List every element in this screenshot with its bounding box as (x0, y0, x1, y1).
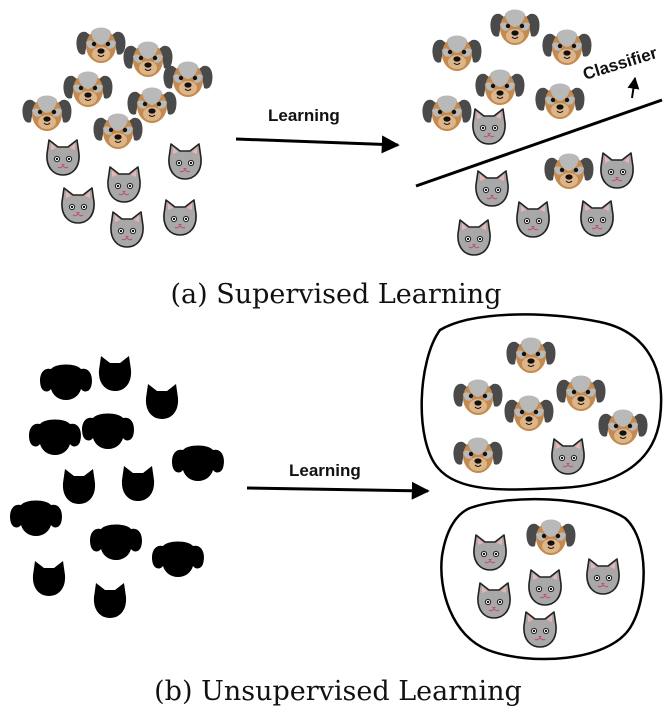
dog-silhouette-icon (40, 364, 92, 400)
dog-face-icon (503, 395, 555, 432)
unsupervised-input-group (10, 356, 224, 618)
cat-face-icon (473, 534, 507, 571)
cat-face-icon (516, 201, 550, 238)
unsupervised-arrow-label: Learning (289, 461, 361, 480)
dog-face-icon (75, 27, 127, 64)
dog-face-icon (126, 87, 178, 124)
unsupervised-arrow (246, 481, 430, 500)
dog-face-icon (421, 95, 473, 132)
cat-face-icon (107, 166, 141, 203)
supervised-arrow-label: Learning (268, 106, 340, 125)
cat-silhouette-icon (32, 561, 66, 596)
cat-face-icon (523, 611, 557, 648)
cat-face-icon (46, 139, 80, 176)
dog-face-icon (543, 153, 595, 190)
cat-face-icon (551, 438, 585, 475)
dog-face-icon (452, 437, 504, 474)
cat-silhouette-icon (121, 466, 155, 501)
dog-face-icon (534, 83, 586, 120)
cat-silhouette-icon (98, 356, 132, 391)
cat-face-icon (168, 143, 202, 180)
dog-face-icon (541, 29, 593, 66)
cat-face-icon (580, 200, 614, 237)
cluster-dogs-outline (420, 313, 663, 491)
cat-silhouette-icon (62, 469, 96, 504)
dog-silhouette-icon (90, 524, 142, 560)
cat-face-icon (475, 170, 509, 207)
cat-face-icon (457, 219, 491, 256)
dog-face-icon (505, 337, 557, 374)
supervised-caption: (a) Supervised Learning (170, 279, 501, 310)
dog-face-icon (555, 375, 607, 412)
supervised-output-group (421, 9, 634, 256)
supervised-input-group (21, 27, 214, 248)
cat-face-icon (110, 211, 144, 248)
dog-face-icon (92, 113, 144, 150)
cat-face-icon (477, 582, 511, 619)
dog-silhouette-icon (29, 419, 81, 455)
cat-face-icon (528, 569, 562, 606)
cluster-cats-group (473, 519, 620, 648)
dog-face-icon (21, 95, 73, 132)
classifier-label: Classifier (581, 43, 660, 84)
unsupervised-caption: (b) Unsupervised Learning (154, 676, 522, 707)
cluster-cats-outline (440, 497, 645, 661)
dog-silhouette-icon (152, 541, 204, 577)
dog-face-icon (525, 519, 577, 556)
dog-silhouette-icon (10, 500, 62, 536)
dog-face-icon (474, 69, 526, 106)
dog-face-icon (452, 379, 504, 416)
cat-face-icon (586, 558, 620, 595)
cat-face-icon (61, 187, 95, 224)
supervised-arrow (235, 135, 400, 154)
cat-silhouette-icon (145, 384, 179, 419)
dog-face-icon (431, 35, 483, 72)
dog-face-icon (62, 71, 114, 108)
cat-face-icon (472, 108, 506, 145)
dog-face-icon (162, 61, 214, 98)
dog-silhouette-icon (172, 445, 224, 481)
dog-face-icon (489, 9, 541, 46)
dog-silhouette-icon (82, 413, 134, 449)
cat-face-icon (163, 199, 197, 236)
dog-face-icon (597, 409, 649, 446)
cat-silhouette-icon (93, 583, 127, 618)
cat-face-icon (600, 152, 634, 189)
classifier-boundary-line (415, 98, 663, 188)
cluster-dogs-group (452, 337, 649, 475)
classifier-pointer-arrow (627, 76, 640, 99)
